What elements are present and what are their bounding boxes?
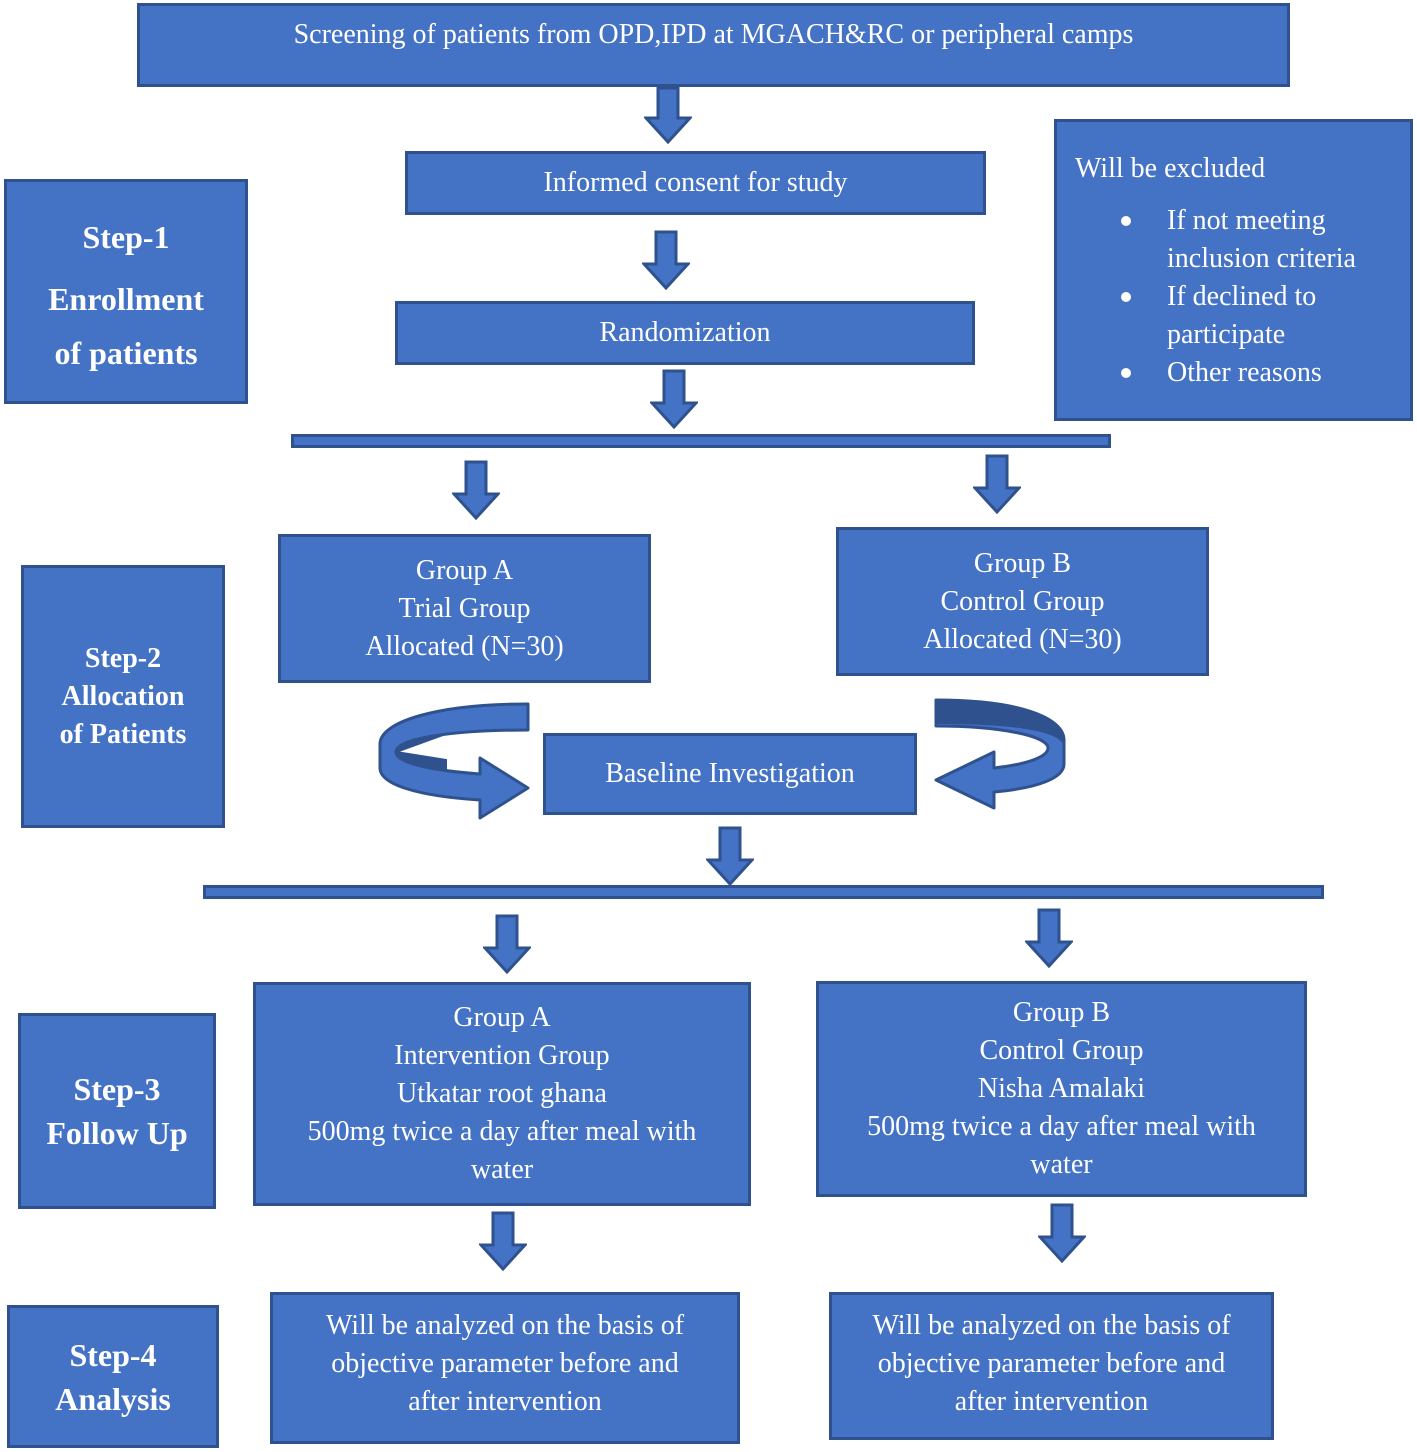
- down-arrow-icon: [1038, 1203, 1086, 1263]
- followup-b-line: Control Group: [979, 1035, 1144, 1066]
- allocation-b-line: Group B: [973, 547, 1072, 579]
- curved-arrow-left-icon: [378, 702, 530, 820]
- step2-subtitle: of Patients: [59, 718, 187, 750]
- exclusion-item: If not meeting inclusion criteria: [1121, 202, 1356, 278]
- exclusion-item-line: inclusion criteria: [1167, 243, 1356, 274]
- allocation-b-box: Group B Control Group Allocated (N=30): [836, 527, 1209, 676]
- followup-a-box: Group A Intervention Group Utkatar root …: [253, 982, 751, 1206]
- split-bar-top: [291, 434, 1111, 448]
- down-arrow-icon: [642, 230, 690, 290]
- exclusion-item-line: Other reasons: [1167, 357, 1322, 388]
- followup-a-line: Intervention Group: [394, 1040, 610, 1071]
- consent-text: Informed consent for study: [543, 167, 848, 198]
- baseline-text: Baseline Investigation: [605, 758, 855, 789]
- down-arrow-icon: [483, 914, 531, 974]
- followup-b-line: Group B: [1012, 997, 1111, 1028]
- exclusion-item-line: participate: [1167, 319, 1286, 350]
- followup-a-line: Utkatar root ghana: [397, 1078, 607, 1109]
- followup-b-box: Group B Control Group Nisha Amalaki 500m…: [816, 981, 1307, 1197]
- followup-a-line: Group A: [453, 1002, 551, 1033]
- exclusion-item-line: If not meeting: [1167, 205, 1326, 236]
- baseline-box: Baseline Investigation: [543, 733, 917, 815]
- step4-title: Step-4: [69, 1336, 157, 1373]
- exclusion-box: Will be excluded If not meeting inclusio…: [1054, 119, 1413, 421]
- step3-subtitle: Follow Up: [46, 1115, 188, 1151]
- split-bar-bottom: [203, 885, 1324, 899]
- followup-a-line: 500mg twice a day after meal with: [307, 1116, 697, 1147]
- analysis-a-line: objective parameter before and: [331, 1348, 679, 1379]
- down-arrow-icon: [973, 454, 1021, 514]
- step4-box: Step-4 Analysis: [7, 1305, 219, 1448]
- analysis-a-box: Will be analyzed on the basis of objecti…: [270, 1292, 740, 1444]
- exclusion-item: Other reasons: [1121, 354, 1356, 392]
- consent-box: Informed consent for study: [405, 151, 986, 215]
- exclusion-list: If not meeting inclusion criteria If dec…: [1075, 202, 1356, 392]
- down-arrow-icon: [452, 460, 500, 520]
- allocation-b-line: Control Group: [940, 585, 1105, 617]
- allocation-a-line: Allocated (N=30): [365, 630, 564, 662]
- exclusion-title: Will be excluded: [1075, 153, 1266, 184]
- analysis-b-line: after intervention: [954, 1386, 1149, 1417]
- step3-box: Step-3 Follow Up: [18, 1013, 216, 1209]
- analysis-b-line: Will be analyzed on the basis of: [872, 1310, 1231, 1341]
- step1-box: Step-1 Enrollment of patients: [4, 179, 248, 404]
- down-arrow-icon: [650, 369, 698, 429]
- down-arrow-icon: [1025, 908, 1073, 968]
- step4-subtitle: Analysis: [55, 1380, 171, 1417]
- step1-subtitle: Enrollment: [48, 280, 204, 317]
- screening-text: Screening of patients from OPD,IPD at MG…: [293, 19, 1134, 50]
- analysis-a-line: after intervention: [408, 1386, 602, 1417]
- down-arrow-icon: [706, 826, 754, 886]
- allocation-a-line: Trial Group: [398, 592, 531, 624]
- step3-title: Step-3: [73, 1071, 161, 1107]
- step2-box: Step-2 Allocation of Patients: [21, 565, 225, 828]
- analysis-b-box: Will be analyzed on the basis of objecti…: [829, 1292, 1274, 1440]
- step1-subtitle: of patients: [54, 334, 198, 371]
- followup-b-line: 500mg twice a day after meal with: [867, 1111, 1256, 1142]
- randomization-text: Randomization: [599, 317, 771, 348]
- down-arrow-icon: [644, 86, 692, 144]
- step2-title: Step-2: [84, 642, 162, 674]
- randomization-box: Randomization: [395, 301, 975, 365]
- analysis-a-line: Will be analyzed on the basis of: [325, 1310, 685, 1341]
- followup-b-line: Nisha Amalaki: [977, 1073, 1146, 1104]
- exclusion-item: If declined to participate: [1121, 278, 1356, 354]
- followup-b-line: water: [1030, 1149, 1093, 1180]
- followup-a-line: water: [470, 1154, 534, 1185]
- curved-arrow-right-icon: [934, 698, 1066, 810]
- step2-subtitle: Allocation: [61, 680, 185, 712]
- down-arrow-icon: [479, 1211, 527, 1271]
- screening-box: Screening of patients from OPD,IPD at MG…: [137, 3, 1290, 87]
- allocation-a-line: Group A: [415, 554, 514, 586]
- allocation-b-line: Allocated (N=30): [923, 623, 1122, 655]
- exclusion-item-line: If declined to: [1167, 281, 1317, 312]
- analysis-b-line: objective parameter before and: [877, 1348, 1226, 1379]
- allocation-a-box: Group A Trial Group Allocated (N=30): [278, 534, 651, 683]
- step1-title: Step-1: [82, 218, 170, 255]
